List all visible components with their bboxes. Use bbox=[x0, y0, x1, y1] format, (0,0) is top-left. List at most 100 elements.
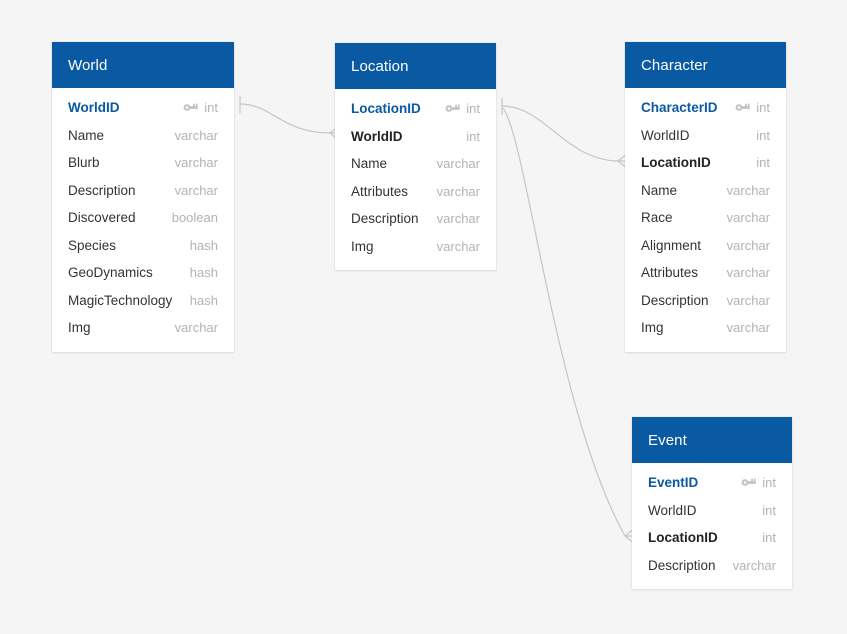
field-row[interactable]: Name varchar bbox=[335, 150, 496, 178]
key-icon bbox=[445, 103, 460, 114]
field-row[interactable]: Attributes varchar bbox=[335, 178, 496, 206]
field-row[interactable]: Img varchar bbox=[625, 314, 786, 342]
entity-fields-location: LocationID int WorldID int Name varchar bbox=[335, 89, 496, 270]
field-meta: varchar bbox=[437, 211, 480, 226]
field-name: Attributes bbox=[641, 265, 699, 281]
field-row[interactable]: Img varchar bbox=[335, 233, 496, 261]
field-meta: int bbox=[735, 100, 770, 115]
field-row[interactable]: MagicTechnology hash bbox=[52, 287, 234, 315]
field-type: varchar bbox=[436, 238, 480, 254]
field-row[interactable]: EventID int bbox=[632, 469, 792, 497]
field-meta: int bbox=[762, 503, 776, 518]
field-name: Attributes bbox=[351, 183, 409, 199]
field-row[interactable]: Description varchar bbox=[632, 552, 792, 580]
field-row[interactable]: LocationID int bbox=[335, 95, 496, 123]
field-type: varchar bbox=[726, 237, 770, 253]
field-meta: varchar bbox=[175, 155, 218, 170]
relationship-location-event bbox=[502, 107, 636, 545]
field-type: varchar bbox=[174, 155, 218, 171]
field-row[interactable]: Description varchar bbox=[52, 177, 234, 205]
field-row[interactable]: CharacterID int bbox=[625, 94, 786, 122]
field-type: varchar bbox=[732, 557, 776, 573]
field-name: Img bbox=[351, 238, 374, 254]
field-type: varchar bbox=[174, 320, 218, 336]
field-row[interactable]: Alignment varchar bbox=[625, 232, 786, 260]
field-row[interactable]: Attributes varchar bbox=[625, 259, 786, 287]
entity-table-world[interactable]: World WorldID int Name varchar Blurb bbox=[52, 42, 234, 352]
relationship-line bbox=[501, 105, 619, 162]
field-type: int bbox=[204, 100, 218, 116]
key-icon bbox=[183, 102, 198, 113]
field-name: Blurb bbox=[68, 155, 100, 171]
entity-title-event: Event bbox=[632, 417, 792, 463]
field-type: varchar bbox=[436, 211, 480, 227]
field-type: hash bbox=[189, 237, 218, 253]
field-type: varchar bbox=[174, 127, 218, 143]
entity-table-character[interactable]: Character CharacterID int WorldID int Lo… bbox=[625, 42, 786, 352]
field-name: Name bbox=[68, 127, 105, 143]
field-meta: varchar bbox=[727, 210, 770, 225]
field-type: varchar bbox=[726, 292, 770, 308]
field-meta: boolean bbox=[172, 210, 218, 225]
field-name: Description bbox=[351, 211, 419, 227]
field-name: LocationID bbox=[641, 155, 711, 171]
field-type: varchar bbox=[726, 182, 770, 198]
field-meta: hash bbox=[190, 293, 218, 308]
field-meta: hash bbox=[190, 265, 218, 280]
field-meta: int bbox=[756, 128, 770, 143]
field-type: boolean bbox=[171, 210, 218, 226]
field-row[interactable]: Blurb varchar bbox=[52, 149, 234, 177]
field-meta: int bbox=[183, 100, 218, 115]
field-row[interactable]: LocationID int bbox=[632, 524, 792, 552]
field-row[interactable]: Name varchar bbox=[52, 122, 234, 150]
entity-table-event[interactable]: Event EventID int WorldID int LocationID bbox=[632, 417, 792, 589]
entity-fields-character: CharacterID int WorldID int LocationID i… bbox=[625, 88, 786, 352]
field-meta: hash bbox=[190, 238, 218, 253]
field-row[interactable]: Discovered boolean bbox=[52, 204, 234, 232]
field-type: int bbox=[756, 127, 770, 143]
field-name: Img bbox=[68, 320, 91, 336]
field-name: Discovered bbox=[68, 210, 136, 226]
field-row[interactable]: Description varchar bbox=[625, 287, 786, 315]
field-type: varchar bbox=[726, 320, 770, 336]
field-meta: varchar bbox=[437, 184, 480, 199]
field-row[interactable]: Name varchar bbox=[625, 177, 786, 205]
field-row[interactable]: LocationID int bbox=[625, 149, 786, 177]
field-row[interactable]: Img varchar bbox=[52, 314, 234, 342]
field-name: WorldID bbox=[648, 502, 697, 518]
field-type: varchar bbox=[436, 183, 480, 199]
field-name: Name bbox=[351, 156, 388, 172]
field-meta: varchar bbox=[727, 238, 770, 253]
field-row[interactable]: GeoDynamics hash bbox=[52, 259, 234, 287]
field-type: int bbox=[466, 128, 480, 144]
key-icon bbox=[735, 102, 750, 113]
relationship-line bbox=[239, 103, 331, 134]
field-row[interactable]: WorldID int bbox=[632, 497, 792, 525]
field-name: Race bbox=[641, 210, 673, 226]
field-type: int bbox=[756, 100, 770, 116]
entity-title-location: Location bbox=[335, 43, 496, 89]
field-row[interactable]: WorldID int bbox=[625, 122, 786, 150]
field-meta: int bbox=[762, 530, 776, 545]
field-meta: varchar bbox=[727, 265, 770, 280]
field-type: int bbox=[756, 155, 770, 171]
field-name: Description bbox=[648, 557, 716, 573]
field-row[interactable]: Species hash bbox=[52, 232, 234, 260]
field-name: Img bbox=[641, 320, 664, 336]
field-name: LocationID bbox=[351, 101, 421, 117]
field-row[interactable]: Description varchar bbox=[335, 205, 496, 233]
field-meta: varchar bbox=[727, 320, 770, 335]
field-name: WorldID bbox=[351, 128, 403, 144]
field-meta: varchar bbox=[437, 239, 480, 254]
field-name: Description bbox=[68, 182, 136, 198]
field-row[interactable]: WorldID int bbox=[52, 94, 234, 122]
field-type: varchar bbox=[726, 265, 770, 281]
field-meta: varchar bbox=[175, 320, 218, 335]
field-row[interactable]: WorldID int bbox=[335, 123, 496, 151]
field-row[interactable]: Race varchar bbox=[625, 204, 786, 232]
field-meta: int bbox=[466, 129, 480, 144]
field-name: Name bbox=[641, 182, 678, 198]
entity-table-location[interactable]: Location LocationID int WorldID int Name bbox=[335, 43, 496, 270]
field-name: Alignment bbox=[641, 237, 702, 253]
field-type: varchar bbox=[436, 156, 480, 172]
